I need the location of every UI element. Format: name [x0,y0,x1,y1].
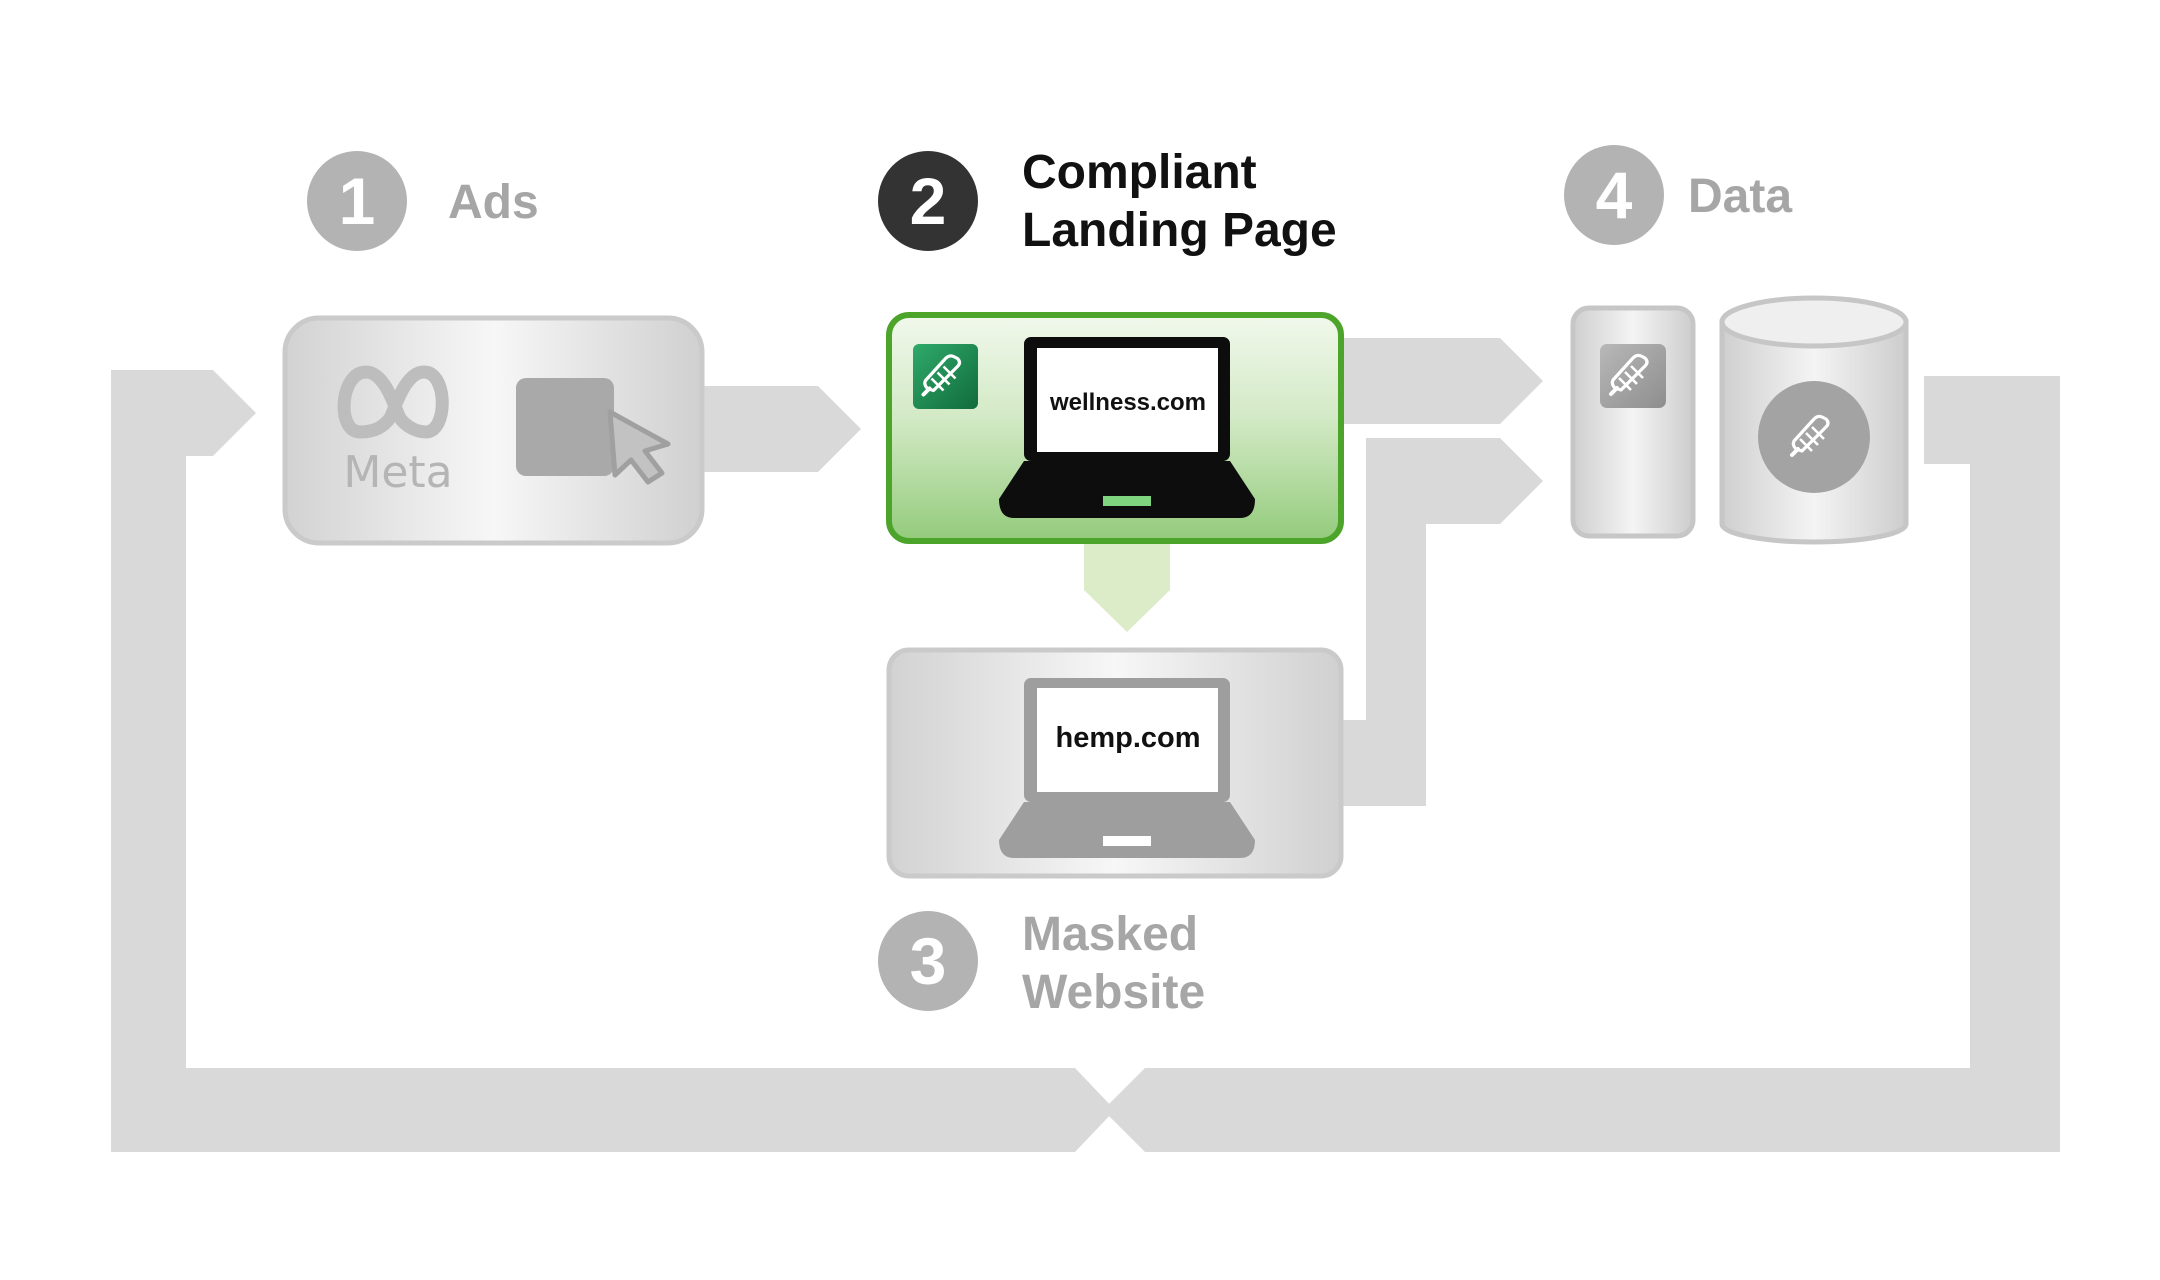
step-4-badge [1564,145,1664,245]
landing-page-url: wellness.com [1049,389,1206,416]
flow-arrow-masked-to-data [1342,438,1543,806]
cursor-icon [607,409,671,485]
landing-page-box: wellness.com [886,312,1344,544]
return-loop-arrow [111,370,2060,1152]
step-1-header: 1 Ads [307,151,539,251]
step-4-header: 4 Data [1564,145,1792,245]
masked-website-url: hemp.com [1055,722,1200,754]
brand-logo-icon [1600,344,1666,408]
masked-website-box: hemp.com [886,647,1344,879]
step-1-number: 1 [339,164,376,238]
meta-logo-text: Meta [343,447,452,498]
database-icon [1719,295,1909,545]
laptop-icon [999,337,1255,518]
step-2-badge [878,151,978,251]
step-2-header: 2 Compliant Landing Page [878,146,1337,257]
meta-logo-icon: Meta [337,365,453,498]
step-4-number: 4 [1596,158,1633,232]
step-2-number: 2 [910,164,947,238]
laptop-screen [1037,688,1218,792]
flow-arrow-landing-to-data [1342,338,1543,424]
step-3-label-line-2: Website [1022,966,1205,1019]
step-1-label: Ads [448,176,539,229]
step-2-label-line-1: Compliant [1022,146,1257,199]
down-arrow-landing-to-masked [1084,542,1170,632]
step-4-label: Data [1688,170,1792,223]
step-3-label-line-1: Masked [1022,908,1198,961]
brand-logo-icon [913,344,978,409]
step-3-badge [878,911,978,1011]
laptop-screen [1037,348,1218,452]
ad-creative-tile [516,378,614,476]
step-2-label-line-2: Landing Page [1022,204,1337,257]
phone-icon [1570,305,1696,539]
step-3-header: 3 Masked Website [878,908,1205,1019]
data-box [1570,295,1909,545]
flow-arrow-ads-to-landing [704,386,861,472]
step-1-badge [307,151,407,251]
ads-box: Meta [282,315,705,546]
laptop-icon [999,678,1255,858]
step-3-number: 3 [910,924,947,998]
